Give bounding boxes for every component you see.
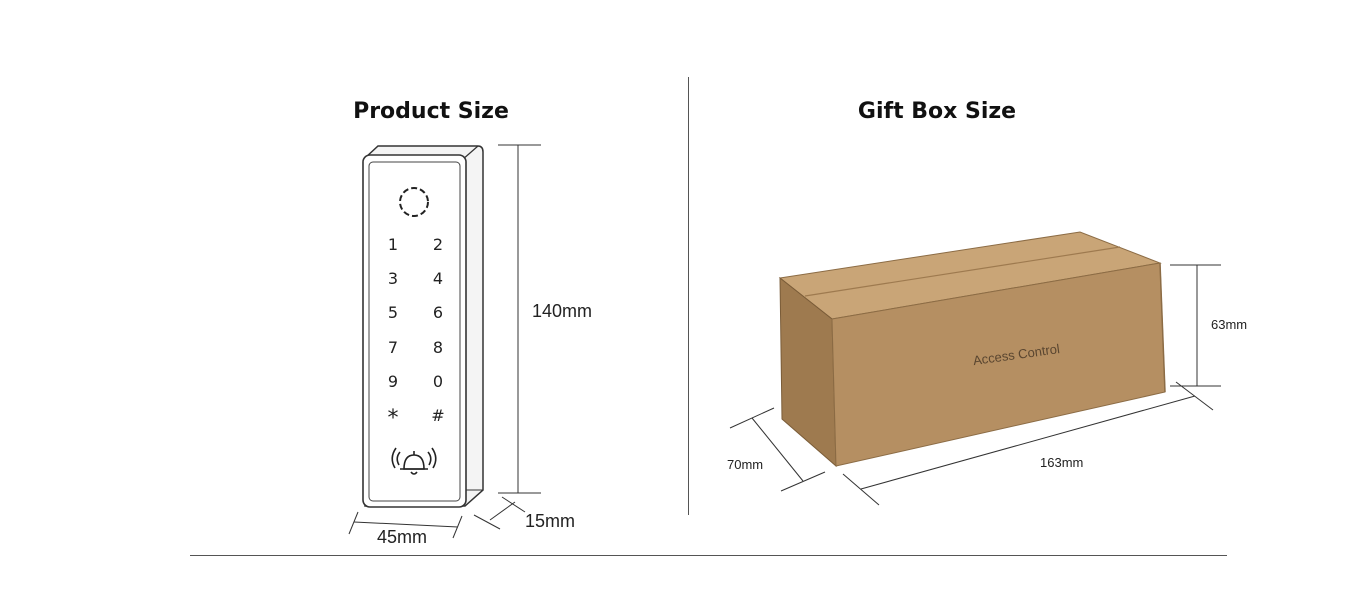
vertical-divider: [688, 77, 689, 515]
key-3: 3: [388, 269, 398, 288]
doorbell-icon: [391, 447, 437, 475]
key-star: *: [388, 406, 399, 431]
box-length-label: 163mm: [1040, 455, 1084, 470]
key-4: 4: [433, 269, 443, 288]
card-reader-icon: [399, 187, 429, 217]
key-2: 2: [433, 235, 443, 254]
product-width-label: 45mm: [377, 527, 428, 547]
key-1: 1: [388, 235, 398, 254]
box-depth-label: 70mm: [727, 457, 764, 472]
product-size-title: Product Size: [353, 99, 509, 124]
key-6: 6: [433, 303, 443, 322]
cardboard-box: Access Control: [778, 231, 1166, 468]
key-hash: #: [431, 406, 444, 425]
bottom-divider: [190, 555, 1227, 556]
box-height-label: 63mm: [1211, 317, 1248, 332]
key-7: 7: [388, 338, 398, 357]
keypad-device: 1 2 3 4 5 6 7 8 9 0 * #: [362, 145, 484, 508]
product-height-label: 140mm: [532, 301, 593, 321]
box-dimension-lines: [729, 264, 1221, 506]
key-5: 5: [388, 303, 398, 322]
key-0: 0: [433, 372, 443, 391]
product-depth-label: 15mm: [525, 511, 576, 531]
key-9: 9: [388, 372, 398, 391]
key-8: 8: [433, 338, 443, 357]
gift-box-size-title: Gift Box Size: [857, 99, 1017, 124]
product-dimension-lines: [348, 144, 541, 539]
